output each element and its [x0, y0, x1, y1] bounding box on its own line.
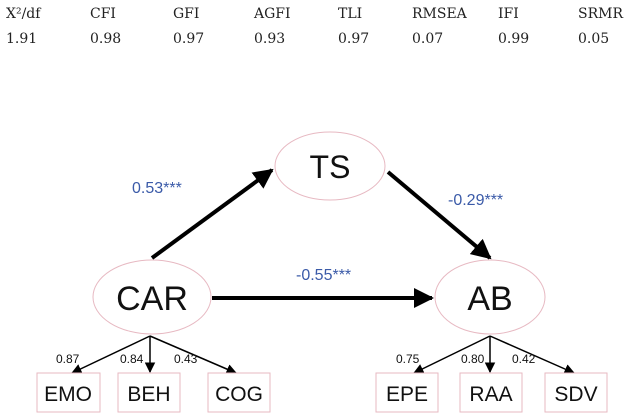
loading-arrow-epe [413, 335, 491, 374]
loading-arrow-sdv [489, 335, 575, 374]
path-ts-to-ab [386, 170, 492, 260]
loading-cog: 0.43 [174, 352, 198, 366]
indicator-epe: EPE [375, 372, 439, 413]
fit-indices-table: X²/df CFI GFI AGFI TLI RMSEA IFI SRMR 1.… [0, 0, 624, 60]
fit-header-tli: TLI [338, 6, 363, 22]
fit-value-chi2df: 1.91 [6, 31, 38, 47]
indicator-sdv: SDV [544, 372, 608, 413]
indicator-raa: RAA [459, 372, 523, 413]
fit-header-agfi: AGFI [254, 6, 291, 22]
node-ts-label: TS [310, 149, 351, 185]
coef-car-ab: -0.55*** [296, 267, 351, 284]
loading-sdv: 0.42 [512, 352, 536, 366]
indicator-raa-label: RAA [469, 383, 512, 406]
fit-value-tli: 0.97 [338, 31, 370, 47]
fit-value-gfi: 0.97 [173, 31, 205, 47]
fit-header-gfi: GFI [173, 6, 200, 22]
indicator-emo: EMO [36, 372, 101, 413]
indicator-emo-label: EMO [44, 383, 92, 406]
node-car: CAR [92, 259, 212, 335]
loading-arrow-cog [149, 335, 237, 375]
indicator-sdv-label: SDV [554, 383, 597, 406]
loading-arrow-emo [71, 335, 151, 374]
fit-value-agfi: 0.93 [254, 31, 286, 47]
loading-raa: 0.80 [461, 352, 485, 366]
indicator-cog: COG [207, 372, 271, 413]
fit-header-srmr: SRMR [578, 6, 624, 22]
node-ab: AB [434, 259, 546, 335]
indicator-epe-label: EPE [386, 383, 428, 406]
coef-ts-ab: -0.29*** [448, 192, 503, 209]
loading-emo: 0.87 [56, 352, 80, 366]
indicator-beh-label: BEH [127, 383, 170, 406]
fit-value-cfi: 0.98 [90, 31, 122, 47]
fit-header-cfi: CFI [90, 6, 116, 22]
coef-car-ts: 0.53*** [132, 180, 182, 197]
fit-value-srmr: 0.05 [578, 31, 610, 47]
loading-beh: 0.84 [120, 352, 144, 366]
indicator-beh: BEH [117, 372, 181, 413]
node-ab-label: AB [467, 280, 512, 318]
fit-header-rmsea: RMSEA [412, 6, 467, 22]
loading-epe: 0.75 [396, 352, 420, 366]
indicator-cog-label: COG [215, 383, 263, 406]
fit-header-ifi: IFI [498, 6, 519, 22]
node-ts: TS [274, 131, 386, 201]
path-car-to-ts [150, 168, 274, 260]
node-car-label: CAR [116, 280, 188, 318]
fit-value-rmsea: 0.07 [412, 31, 444, 47]
fit-value-ifi: 0.99 [498, 31, 530, 47]
fit-header-chi2df: X²/df [6, 6, 41, 22]
